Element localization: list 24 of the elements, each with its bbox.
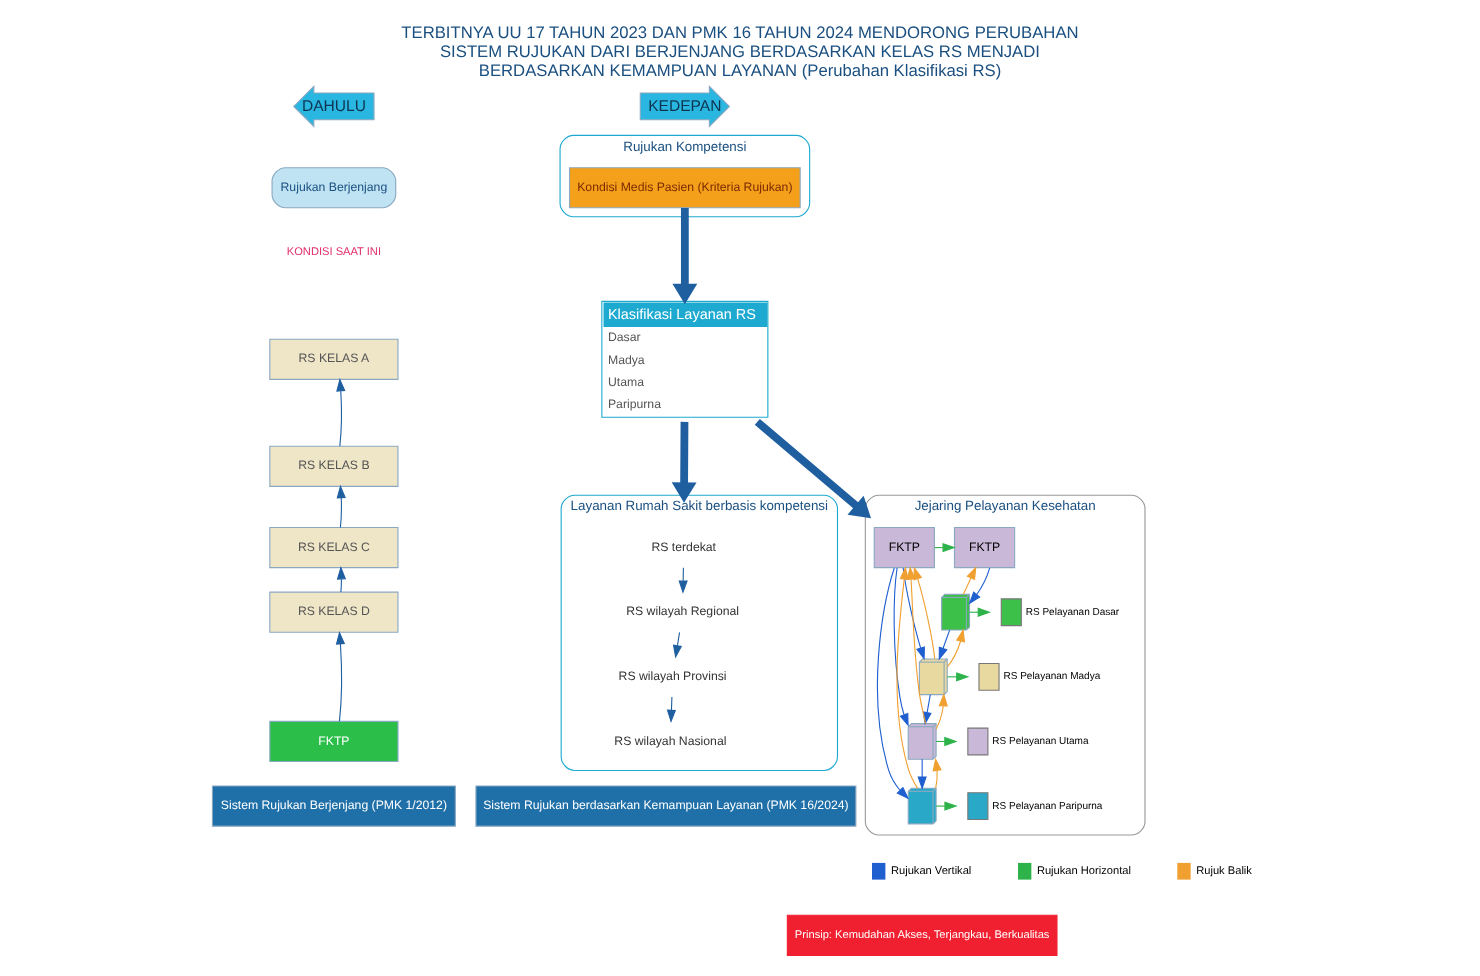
- arrow: [893, 567, 909, 727]
- arrow: [671, 421, 697, 503]
- arrow: [336, 377, 346, 447]
- arrow: [902, 567, 925, 661]
- arrow: [876, 567, 910, 800]
- arrow: [754, 418, 872, 519]
- arrow: [666, 696, 677, 724]
- arrow: [913, 566, 936, 660]
- arrow: [946, 628, 966, 668]
- arrow: [935, 693, 948, 730]
- diagram-title: TERBITNYA UU 17 TAHUN 2023 DAN PMK 16 TAHUN 2024 MENDORONG PERUBAHAN SISTEM RUJUKAN DARI BERJENJANG BERDASARKAN KELAS RS MENJADI BERDASARKAN KEMAMPUAN LAYANAN (Perubahan Klasifikasi RS): [401, 22, 1079, 81]
- arrow: [962, 566, 977, 595]
- arrow: [336, 566, 347, 593]
- arrow: [968, 567, 991, 605]
- arrow: [335, 630, 346, 722]
- arrow: [896, 566, 918, 789]
- arrow: [938, 629, 951, 661]
- arrow: [932, 757, 942, 789]
- arrow: [336, 484, 346, 529]
- arrow: [946, 672, 970, 682]
- arrow: [672, 207, 698, 305]
- arrow: [906, 566, 927, 725]
- arrow: [935, 801, 958, 811]
- arrow: [672, 631, 683, 659]
